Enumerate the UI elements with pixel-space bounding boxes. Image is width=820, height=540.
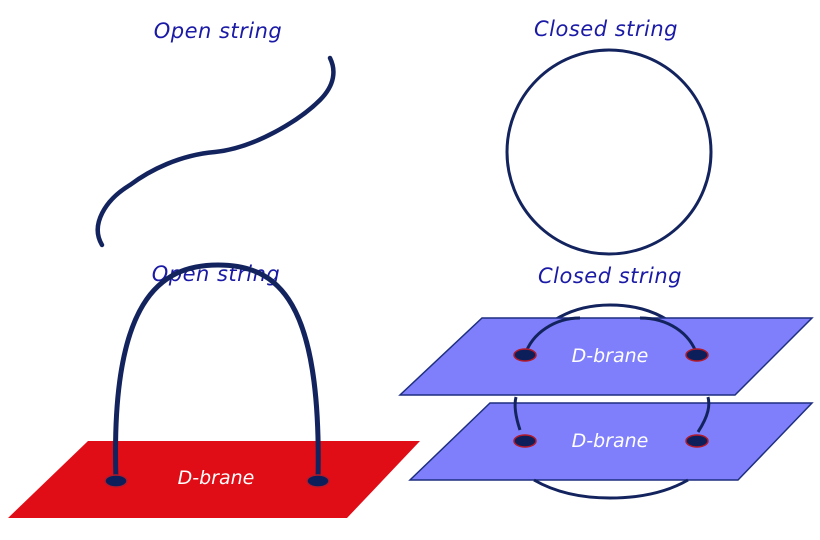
closed-string-endpoint-upper-right xyxy=(685,348,709,362)
open-string-curve xyxy=(95,55,336,248)
caption-open-string-top: Open string xyxy=(154,19,283,43)
red-d-brane-label: D-brane xyxy=(178,467,255,489)
open-string-arc xyxy=(113,262,321,483)
open-string-endpoint-left xyxy=(104,474,128,488)
closed-string-gap-left xyxy=(513,396,522,431)
caption-closed-string-bottom: Closed string xyxy=(538,264,682,288)
upper-blue-d-brane xyxy=(398,317,814,396)
upper-d-brane-label: D-brane xyxy=(572,345,649,367)
closed-string-gap-right xyxy=(696,396,711,433)
caption-closed-string-top: Closed string xyxy=(534,17,678,41)
closed-string-endpoint-lower-left xyxy=(513,434,537,448)
lower-d-brane-label: D-brane xyxy=(572,430,649,452)
closed-string-endpoint-lower-right xyxy=(685,434,709,448)
open-string-endpoint-right xyxy=(306,474,330,488)
closed-string-loop xyxy=(505,48,713,256)
closed-string-bottom-arc xyxy=(533,478,689,500)
closed-string-endpoint-upper-left xyxy=(513,348,537,362)
lower-blue-d-brane xyxy=(408,402,814,481)
